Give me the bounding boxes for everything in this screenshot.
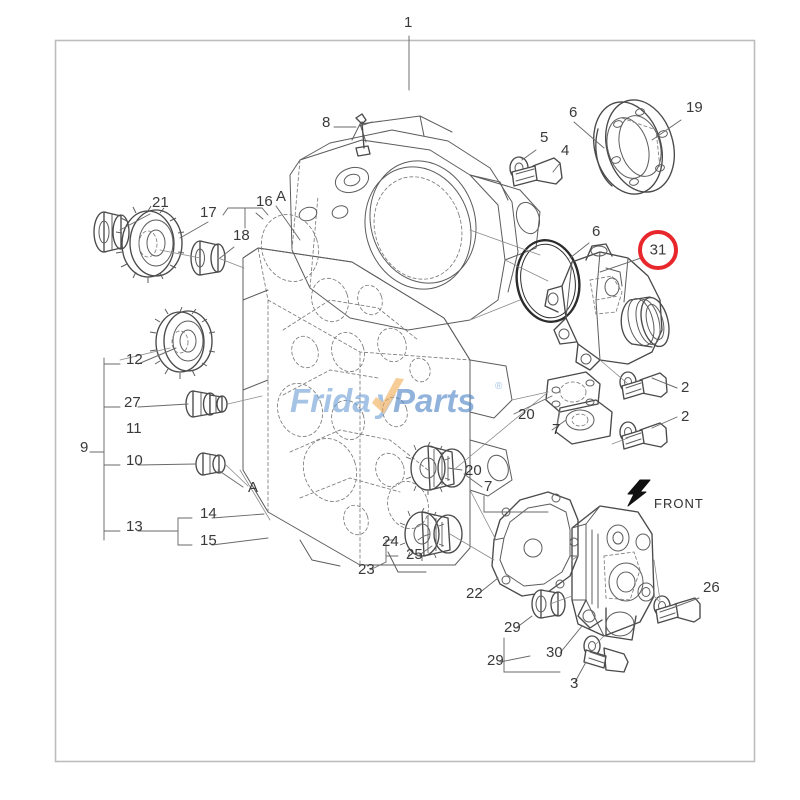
callout-label-30: 30 <box>546 644 563 661</box>
callout-label-2: 2 <box>681 408 689 425</box>
part-6-o-ring <box>515 239 581 323</box>
callout-label-25: 25 <box>406 546 423 563</box>
construction-lines <box>119 229 661 645</box>
callout-label-24: 24 <box>382 533 399 550</box>
part-20-rotor <box>405 441 467 495</box>
callout-label-4: 4 <box>561 142 569 159</box>
part-19-flange-ring <box>593 99 675 195</box>
callout-label-15: 15 <box>200 532 217 549</box>
callout-label-21: 21 <box>152 194 169 211</box>
diagram-border <box>54 39 756 763</box>
callout-label-10: 10 <box>126 452 143 469</box>
callout-label-6: 6 <box>569 104 577 121</box>
part-30-pump-body <box>571 505 655 641</box>
callout-label-20: 20 <box>518 406 535 423</box>
part-20-gasket-upper <box>545 371 601 413</box>
callout-label-11: 11 <box>126 420 142 437</box>
callout-label-17: 17 <box>200 204 217 221</box>
callout-label-16: 16 <box>256 193 273 210</box>
watermark-text-1: Frida <box>290 382 371 419</box>
callout-label-8: 8 <box>322 114 330 131</box>
callout-label-12: 12 <box>126 351 143 368</box>
front-orientation-label: FRONT <box>654 496 704 511</box>
part-16-bracket <box>222 207 269 229</box>
callout-label-29: 29 <box>487 652 504 669</box>
callout-label-29: 29 <box>504 619 521 636</box>
callout-label-14: 14 <box>200 505 217 522</box>
callout-label-20: 20 <box>465 462 482 479</box>
callout-label-A: A <box>276 188 286 205</box>
part-2-bolt-upper <box>619 371 668 400</box>
callout-label-A: A <box>248 479 258 496</box>
callout-label-23: 23 <box>358 561 375 578</box>
part-26-bolt <box>653 595 701 624</box>
callout-label-27: 27 <box>124 394 141 411</box>
watermark-registered-mark: ® <box>495 381 503 392</box>
callout-label-2: 2 <box>681 379 689 396</box>
callout-label-22: 22 <box>466 585 483 602</box>
part-12-gear <box>149 306 216 379</box>
part-10-bushing <box>195 452 226 476</box>
part-27-bushing <box>185 390 228 418</box>
callout-label-9: 9 <box>80 439 88 456</box>
part-18-bushing <box>190 240 226 276</box>
part-4-bolt <box>511 157 563 187</box>
callout-label-6: 6 <box>592 223 600 240</box>
part-31-pump-housing <box>544 243 670 371</box>
callout-label-19: 19 <box>686 99 703 116</box>
watermark-text-2: Parts <box>393 382 476 419</box>
callout-label-1: 1 <box>404 14 412 31</box>
callout-label-7: 7 <box>552 421 560 438</box>
callout-label-31: 31 <box>650 242 667 259</box>
part-8-clip <box>355 113 373 157</box>
callout-label-18: 18 <box>233 227 250 244</box>
part-21-bushing <box>93 211 130 253</box>
callout-label-13: 13 <box>126 518 143 535</box>
part-17-gear <box>115 205 185 283</box>
part-2-bolt-lower <box>619 421 668 450</box>
front-direction-arrow <box>627 479 651 507</box>
highlight-ring-31 <box>638 230 678 270</box>
callout-leaders <box>89 119 700 683</box>
part-3-bolt <box>583 635 629 673</box>
callout-label-26: 26 <box>703 579 720 596</box>
watermark-check-icon <box>372 378 404 414</box>
callout-label-7: 7 <box>484 478 492 495</box>
callout-label-5: 5 <box>540 129 548 146</box>
gear-case-housing <box>242 115 541 573</box>
callout-label-3: 3 <box>570 675 578 692</box>
part-7-rotor <box>399 507 463 561</box>
